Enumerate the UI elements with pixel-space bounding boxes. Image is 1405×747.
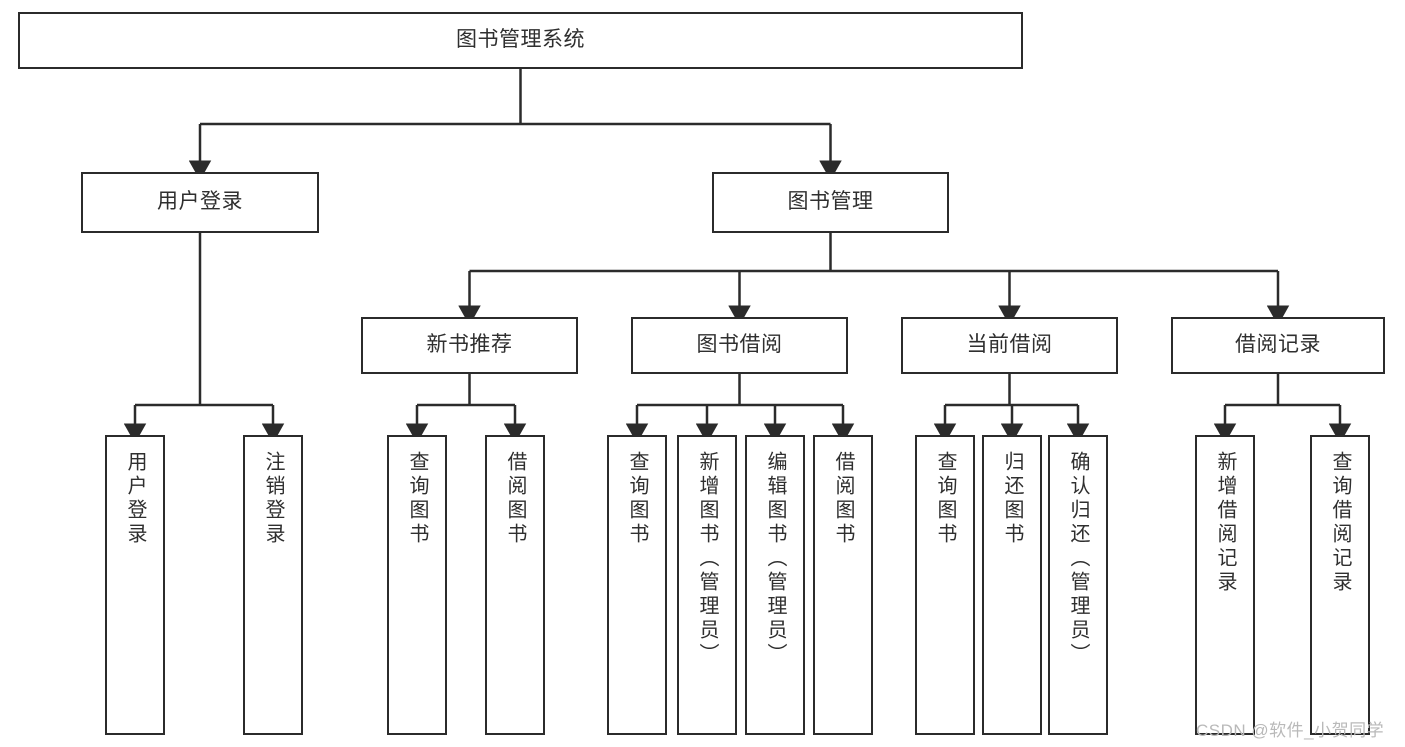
node-label: 查询图书 xyxy=(934,451,956,547)
node-leaf-query-book-2[interactable]: 查询图书 xyxy=(607,435,667,735)
node-label: 编辑图书（管理员） xyxy=(764,451,786,667)
node-leaf-add-book[interactable]: 新增图书（管理员） xyxy=(677,435,737,735)
node-leaf-user-login[interactable]: 用户登录 xyxy=(105,435,165,735)
node-label: 图书管理系统 xyxy=(456,28,585,52)
node-leaf-return-book[interactable]: 归还图书 xyxy=(982,435,1042,735)
node-label: 用户登录 xyxy=(157,190,243,214)
node-new-book-recommend[interactable]: 新书推荐 xyxy=(361,317,578,374)
node-leaf-confirm-return[interactable]: 确认归还（管理员） xyxy=(1048,435,1108,735)
node-book-manage[interactable]: 图书管理 xyxy=(712,172,949,233)
node-label: 归还图书 xyxy=(1001,451,1023,547)
node-label: 用户登录 xyxy=(124,451,146,547)
node-label: 新书推荐 xyxy=(426,333,513,357)
node-root[interactable]: 图书管理系统 xyxy=(18,12,1023,69)
node-leaf-edit-book[interactable]: 编辑图书（管理员） xyxy=(745,435,805,735)
node-label: 查询借阅记录 xyxy=(1329,451,1351,595)
node-leaf-query-book-3[interactable]: 查询图书 xyxy=(915,435,975,735)
node-label: 借阅图书 xyxy=(504,451,526,547)
node-label: 新增图书（管理员） xyxy=(696,451,718,667)
node-leaf-borrow-book-1[interactable]: 借阅图书 xyxy=(485,435,545,735)
node-label: 确认归还（管理员） xyxy=(1067,451,1089,667)
node-leaf-query-book-1[interactable]: 查询图书 xyxy=(387,435,447,735)
node-leaf-query-record[interactable]: 查询借阅记录 xyxy=(1310,435,1370,735)
node-label: 当前借阅 xyxy=(966,333,1053,357)
node-leaf-logout[interactable]: 注销登录 xyxy=(243,435,303,735)
node-leaf-borrow-book-2[interactable]: 借阅图书 xyxy=(813,435,873,735)
node-current-borrow[interactable]: 当前借阅 xyxy=(901,317,1118,374)
node-book-borrow[interactable]: 图书借阅 xyxy=(631,317,848,374)
node-label: 查询图书 xyxy=(406,451,428,547)
node-label: 图书管理 xyxy=(787,190,874,214)
watermark-csdn: CSDN @软件_小贺同学 xyxy=(1196,721,1385,740)
node-label: 注销登录 xyxy=(262,451,284,547)
node-borrow-record[interactable]: 借阅记录 xyxy=(1171,317,1385,374)
node-leaf-add-record[interactable]: 新增借阅记录 xyxy=(1195,435,1255,735)
node-user-login[interactable]: 用户登录 xyxy=(81,172,319,233)
node-label: 查询图书 xyxy=(626,451,648,547)
node-label: 图书借阅 xyxy=(696,333,783,357)
node-label: 借阅记录 xyxy=(1235,333,1321,357)
node-label: 借阅图书 xyxy=(832,451,854,547)
node-label: 新增借阅记录 xyxy=(1214,451,1236,595)
